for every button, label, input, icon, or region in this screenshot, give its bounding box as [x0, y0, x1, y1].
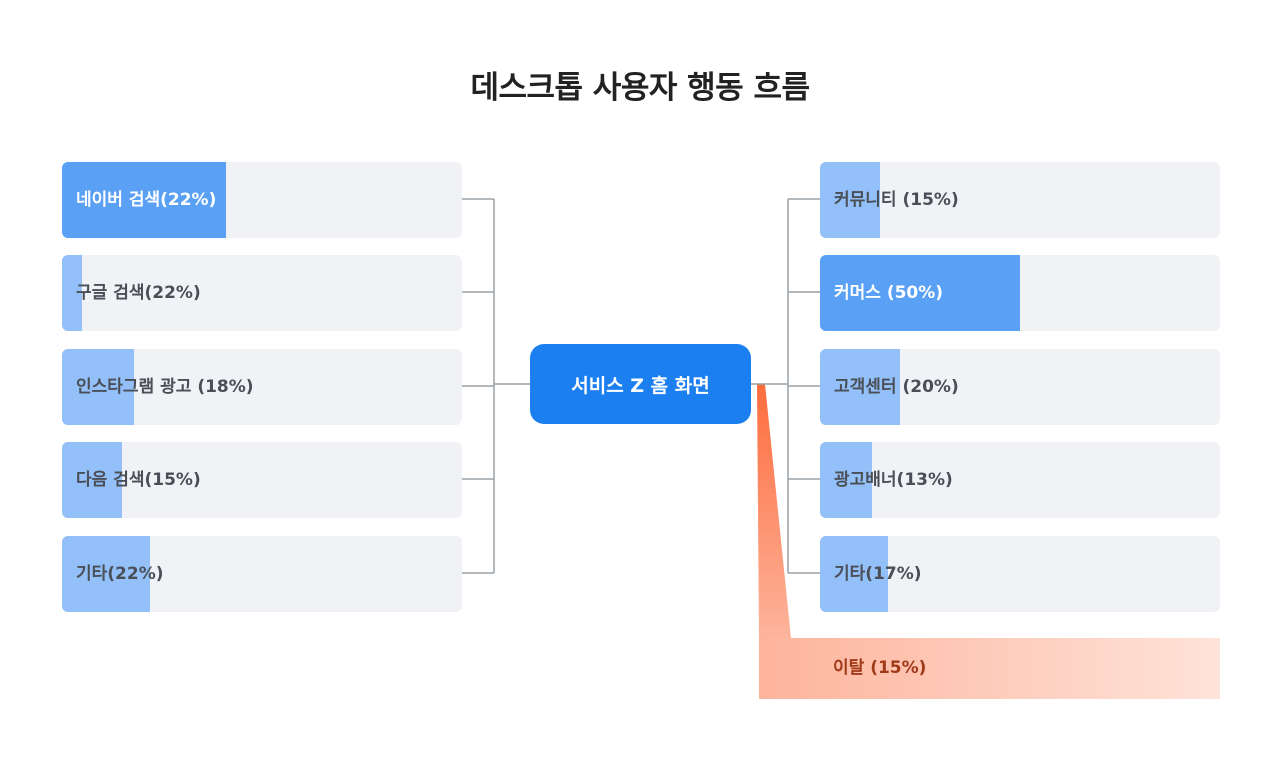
churn-node: 이탈 (15%): [759, 638, 1220, 699]
source-share-bar: [62, 442, 122, 518]
source-label: 다음 검색(15%): [76, 470, 201, 490]
source-node: 기타(22%): [62, 536, 462, 612]
source-label: 구글 검색(22%): [76, 283, 201, 303]
destination-label: 커뮤니티 (15%): [834, 190, 959, 210]
destination-label: 고객센터 (20%): [834, 377, 959, 397]
destination-node: 고객센터 (20%): [820, 349, 1220, 425]
destination-share-bar: [820, 442, 872, 518]
source-share-bar: [62, 255, 82, 331]
destination-connectors: [751, 198, 820, 574]
destination-share-bar: [820, 349, 900, 425]
destination-label: 커머스 (50%): [834, 283, 944, 303]
source-label: 네이버 검색(22%): [76, 190, 217, 210]
destination-node: 기타(17%): [820, 536, 1220, 612]
destination-share-bar: [820, 255, 1020, 331]
destination-share-bar: [820, 536, 888, 612]
destination-node: 커뮤니티 (15%): [820, 162, 1220, 238]
destination-label: 기타(17%): [834, 564, 922, 584]
source-label: 인스타그램 광고 (18%): [76, 377, 254, 397]
destination-label: 광고배너(13%): [834, 470, 953, 490]
source-share-bar: [62, 162, 226, 238]
churn-wedge: [757, 384, 791, 638]
source-share-bar: [62, 349, 134, 425]
center-node: 서비스 Z 홈 화면: [530, 344, 751, 424]
destination-node: 커머스 (50%): [820, 255, 1220, 331]
source-connectors: [462, 198, 530, 574]
source-node: 네이버 검색(22%): [62, 162, 462, 238]
source-node: 다음 검색(15%): [62, 442, 462, 518]
churn-label: 이탈 (15%): [833, 658, 927, 678]
diagram-title: 데스크톱 사용자 행동 흐름: [470, 70, 810, 106]
source-label: 기타(22%): [76, 564, 164, 584]
destination-node: 광고배너(13%): [820, 442, 1220, 518]
source-node: 인스타그램 광고 (18%): [62, 349, 462, 425]
source-share-bar: [62, 536, 150, 612]
source-node: 구글 검색(22%): [62, 255, 462, 331]
destination-share-bar: [820, 162, 880, 238]
